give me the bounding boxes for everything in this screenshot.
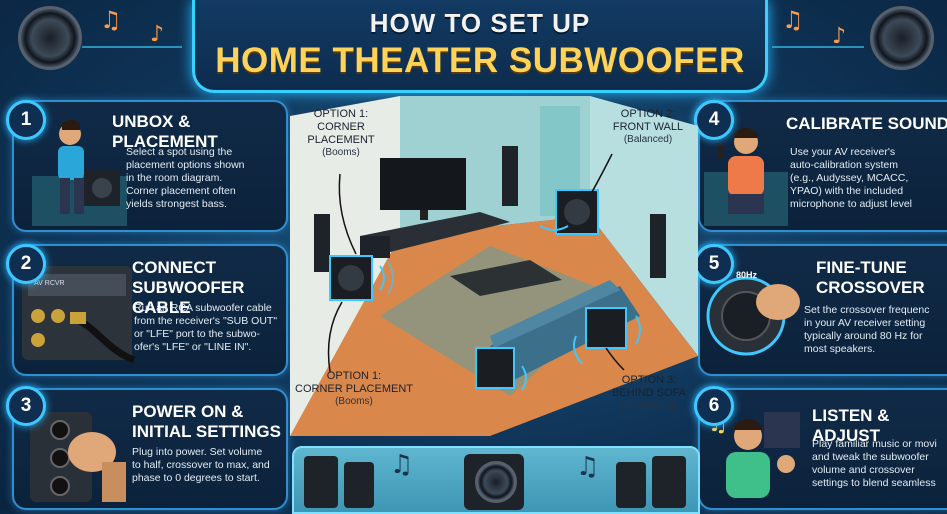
step-number-1: 1	[6, 100, 46, 140]
option-title: OPTION 3: BEHIND SOFA	[612, 374, 686, 399]
option-title: OPTION 2: FRONT WALL	[612, 108, 684, 133]
speaker-icon	[870, 6, 934, 70]
receiver-cable-illustration	[22, 266, 136, 364]
person-lifting-box-illustration	[32, 120, 127, 226]
option-label-behind-sofa: OPTION 3: BEHIND SOFA (Enveloping)	[606, 374, 692, 411]
happy-listener-illustration	[726, 412, 800, 498]
step-description: Plug into power. Set volume to half, cro…	[132, 446, 270, 484]
option-title: OPTION 1: CORNER PLACEMENT	[307, 108, 375, 146]
option-subtitle: (Booms)	[322, 147, 360, 158]
receiver-port-label: AV RCVR	[34, 280, 65, 287]
subwoofer-cone-icon	[475, 461, 517, 503]
step-description: Use your AV receiver's auto-calibration …	[790, 146, 912, 210]
speaker-icon	[652, 456, 686, 508]
speaker-icon	[304, 456, 338, 508]
music-note-icon: ♫	[782, 6, 804, 34]
step-card-1: UNBOX & PLACEMENT Select a spot using th…	[12, 100, 288, 232]
step-description: Set the crossover frequenc in your AV re…	[804, 304, 930, 355]
step-title: POWER ON & INITIAL SETTINGS	[132, 402, 281, 441]
step-number-5: 5	[694, 244, 734, 284]
speaker-icon	[344, 462, 374, 508]
option-label-corner-bottom: OPTION 1: CORNER PLACEMENT (Booms)	[290, 370, 418, 407]
step-description: Play familiar music or movi and tweak th…	[812, 438, 937, 489]
music-note-icon: ♪	[150, 22, 165, 47]
title-line-2: HOME THEATER SUBWOOFER	[215, 41, 745, 80]
step-card-5: 80Hz FINE-TUNE CROSSOVER Set the crossov…	[698, 244, 947, 376]
step-number-2: 2	[6, 244, 46, 284]
circuit-decoration	[772, 46, 864, 48]
bottom-speaker-strip: ♫ ♫	[292, 446, 700, 514]
crossover-dial-illustration	[706, 276, 800, 356]
option-subtitle: (Enveloping)	[620, 400, 678, 411]
subwoofer-panel-knob-illustration	[30, 412, 126, 502]
option-title: OPTION 1: CORNER PLACEMENT	[295, 370, 413, 395]
step-card-6: ♫ LISTEN & ADJUST Play familiar music or…	[698, 388, 947, 510]
step-number-6: 6	[694, 386, 734, 426]
step-card-2: AV RCVR CONNECT SUBWOOFER CABLE Run an R…	[12, 244, 288, 376]
option-label-front-wall: OPTION 2: FRONT WALL (Balanced)	[600, 108, 696, 145]
step-number-3: 3	[6, 386, 46, 426]
step-title: CONNECT SUBWOOFER CABLE	[132, 258, 245, 317]
music-note-icon: ♪	[832, 24, 847, 49]
speaker-icon	[616, 462, 646, 508]
music-note-icon: ♫	[390, 450, 414, 480]
step-title: CALIBRATE SOUND	[786, 114, 947, 133]
room-placement-diagram	[290, 96, 698, 436]
dial-frequency-label: 80Hz	[736, 270, 758, 280]
option-label-corner-top: OPTION 1: CORNER PLACEMENT (Booms)	[296, 108, 386, 158]
step-description: Select a spot using the placement option…	[126, 146, 245, 210]
circuit-decoration	[82, 46, 182, 48]
music-note-icon: ♫	[576, 452, 600, 482]
step-title: FINE-TUNE CROSSOVER	[816, 258, 925, 297]
step-card-4: CALIBRATE SOUND Use your AV receiver's a…	[698, 100, 947, 232]
step-title: LISTEN & ADJUST	[812, 406, 890, 445]
option-subtitle: (Balanced)	[623, 134, 673, 145]
person-with-microphone-illustration	[704, 128, 788, 226]
step-title: UNBOX & PLACEMENT	[112, 112, 218, 151]
title-line-1: HOW TO SET UP	[369, 8, 591, 38]
speaker-icon	[18, 6, 82, 70]
music-note-icon: ♫	[100, 6, 122, 34]
step-card-3: POWER ON & INITIAL SETTINGS Plug into po…	[12, 388, 288, 510]
option-subtitle: (Booms)	[335, 396, 373, 407]
title-banner: HOW TO SET UP HOME THEATER SUBWOOFER	[192, 0, 768, 93]
step-number-4: 4	[694, 100, 734, 140]
step-description: Run an RCA subwoofer cable from the rece…	[134, 302, 278, 353]
